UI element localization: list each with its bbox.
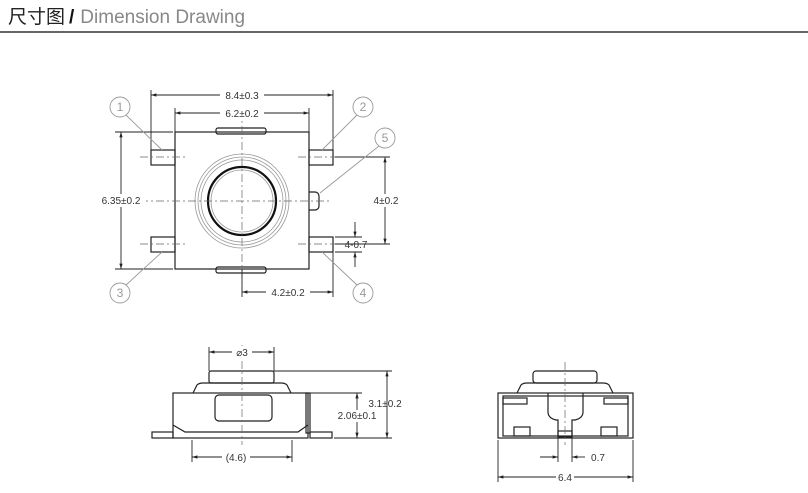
dim-button-diameter: ⌀3 — [236, 348, 248, 359]
dim-body-width: 6.2±0.2 — [225, 109, 259, 120]
side-button — [208, 370, 275, 384]
title-separator: / — [69, 7, 75, 28]
dim-body-height: 6.35±0.2 — [102, 196, 141, 207]
title-en: Dimension Drawing — [80, 7, 246, 28]
dim-front-width: 6.4 — [558, 473, 572, 484]
pin-3 — [150, 236, 176, 253]
dim-total-height: 3.1±0.2 — [368, 399, 402, 410]
front-body — [497, 392, 634, 439]
dim-body-height-side: 2.06±0.1 — [338, 411, 377, 422]
pin-4 — [308, 236, 334, 253]
dim-base-width: (4.6) — [226, 453, 247, 464]
dim-overall-width: 8.4±0.3 — [225, 91, 259, 102]
dim-terminal: 0.7 — [591, 453, 605, 464]
callout-4: 4 — [360, 286, 367, 300]
front-view: 0.7 6.4 — [497, 362, 634, 484]
dim-pin-width: 4-0.7 — [345, 240, 368, 251]
pin-1 — [150, 149, 176, 166]
pin-2 — [308, 149, 334, 166]
callout-3: 3 — [117, 286, 124, 300]
callout-1: 1 — [117, 100, 124, 114]
side-view: ⌀3 3.1±0.2 2.06±0.1 (4.6) — [151, 345, 402, 464]
callout-5: 5 — [382, 131, 389, 145]
top-view: 8.4±0.3 6.2±0.2 6.35±0.2 4±0.2 4-0.7 4.2… — [100, 89, 402, 304]
callout-2: 2 — [360, 100, 367, 114]
header-divider — [0, 31, 808, 33]
dim-pin-offset: 4.2±0.2 — [271, 288, 305, 299]
side-body — [172, 392, 309, 439]
dim-pin-pitch: 4±0.2 — [374, 196, 399, 207]
page-header: 尺寸图/Dimension Drawing — [8, 2, 245, 29]
title-cn: 尺寸图 — [8, 7, 66, 28]
